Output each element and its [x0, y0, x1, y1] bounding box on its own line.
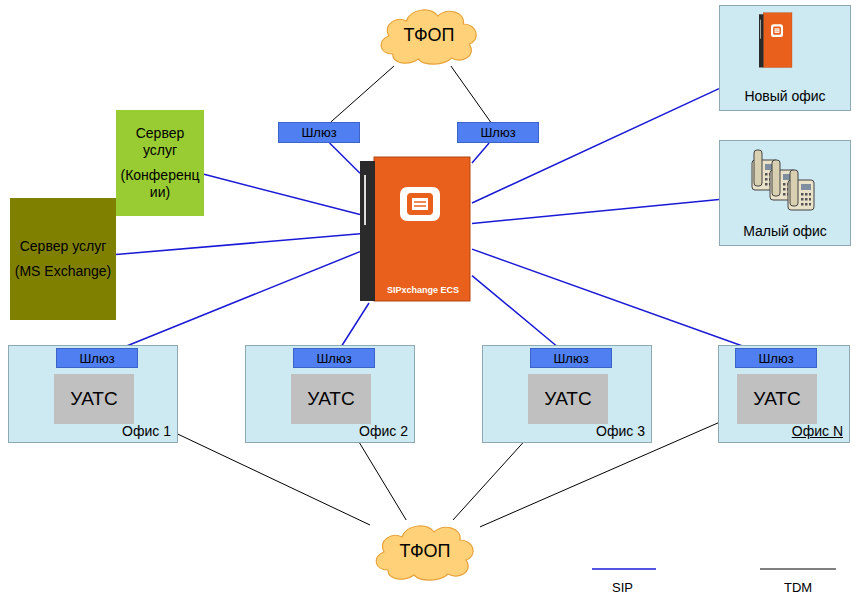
office-box: Офис N ШлюзУАТС	[718, 345, 850, 443]
gateway-box: Шлюз	[56, 348, 138, 368]
sip-link	[472, 89, 719, 203]
node-label: Шлюз	[553, 351, 588, 366]
gateway-box: Шлюз	[735, 348, 817, 368]
sip-link	[340, 303, 369, 348]
legend-label: TDM	[784, 580, 812, 595]
node-label: УАТС	[753, 388, 800, 410]
pbx-box: УАТС	[737, 374, 817, 424]
tdm-link	[331, 66, 394, 122]
legend-label: SIP	[612, 580, 633, 595]
node-label: Шлюз	[301, 125, 336, 140]
sip-link	[472, 249, 748, 348]
pbx-box: УАТС	[528, 374, 608, 424]
node-label: Малый офис	[743, 223, 827, 239]
network-cloud: ТФОП	[375, 4, 483, 66]
node-label: УАТС	[307, 388, 354, 410]
node-label: Шлюз	[316, 351, 351, 366]
sip-link	[330, 143, 360, 173]
node-label: Новый офис	[744, 88, 825, 104]
gateway-box: Шлюз	[278, 122, 360, 143]
node-label: УАТС	[544, 388, 591, 410]
sip-link	[472, 276, 559, 348]
node-label: Сервер услуг	[20, 238, 107, 255]
office-box: Офис 2 ШлюзУАТС	[245, 345, 415, 443]
remote-office-box: Малый офис	[719, 140, 851, 246]
tdm-link	[453, 443, 523, 520]
tdm-link	[451, 66, 491, 122]
gateway-box: Шлюз	[293, 348, 375, 368]
node-label: УАТС	[70, 388, 117, 410]
pbx-box: УАТС	[54, 374, 134, 424]
node-label: Шлюз	[758, 351, 793, 366]
node-label: (Конференции)	[120, 167, 200, 201]
office-label: Офис N	[792, 423, 843, 439]
office-label: Офис 3	[596, 423, 645, 439]
tdm-link	[178, 434, 370, 525]
node-label: SIPxchange ECS	[387, 285, 459, 295]
office-label: Офис 1	[122, 423, 171, 439]
office-label: Офис 2	[359, 423, 408, 439]
node-label: Сервер услуг	[120, 125, 200, 159]
gateway-box: Шлюз	[530, 348, 612, 368]
tdm-link	[360, 443, 407, 520]
sip-link	[472, 199, 719, 223]
pbx-box: УАТС	[291, 374, 371, 424]
node-label: ТФОП	[399, 541, 450, 562]
ecs-server: SIPxchange ECS	[360, 155, 472, 303]
gateway-box: Шлюз	[457, 122, 539, 143]
node-label: Шлюз	[480, 125, 515, 140]
sip-link	[122, 252, 360, 348]
sip-link	[472, 143, 489, 163]
office-box: Офис 3 ШлюзУАТС	[482, 345, 652, 443]
service-server-box: Сервер услуг (MS Exchange)	[10, 198, 116, 320]
node-label: ТФОП	[403, 25, 454, 46]
service-server-box: Сервер услуг (Конференции)	[116, 110, 204, 216]
sip-link	[204, 174, 360, 214]
sip-link	[116, 234, 360, 255]
network-cloud: ТФОП	[370, 520, 480, 582]
remote-office-box: Новый офис	[719, 5, 851, 111]
office-box: Офис 1 ШлюзУАТС	[8, 345, 178, 443]
node-label: Шлюз	[79, 351, 114, 366]
node-label: (MS Exchange)	[15, 263, 111, 280]
